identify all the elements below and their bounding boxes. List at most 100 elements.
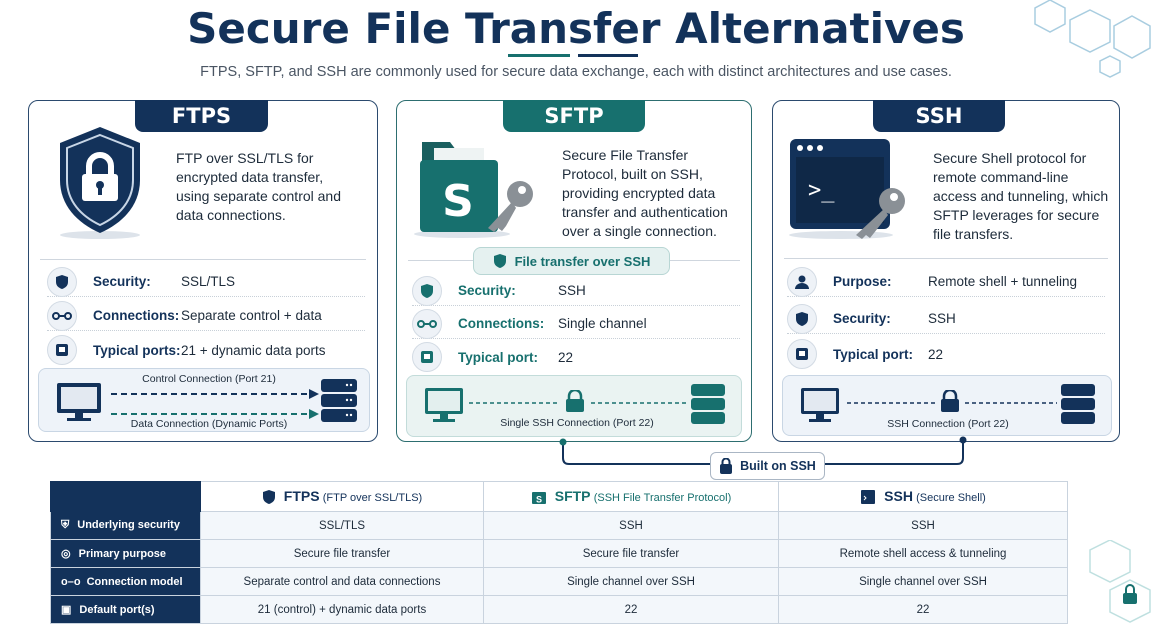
value: 22 (558, 349, 574, 365)
value: Single channel (558, 316, 647, 331)
ssh-security-row: Security: SSH (787, 303, 1105, 334)
table-cell: SSH (778, 511, 1068, 540)
server-icon (1061, 384, 1095, 424)
label: Typical port: (833, 346, 914, 362)
ssh-tab: SSH (873, 100, 1005, 132)
label: Security: (833, 311, 891, 326)
comparison-table: FTPS (FTP over SSL/TLS) S SFTP (SSH File … (50, 481, 1068, 624)
value: 22 (928, 346, 944, 362)
ssh-tunnel-line (469, 390, 689, 412)
value: SSH (558, 283, 586, 298)
table-row: ▣Default port(s)21 (control) + dynamic d… (50, 595, 1068, 624)
folder-key-icon: S (414, 142, 533, 238)
computer-icon (425, 388, 463, 422)
ftps-ports-row: Typical ports:21 + dynamic data ports (47, 335, 365, 365)
control-connection-label: Control Connection (Port 21) (142, 373, 276, 385)
ftps-description: FTP over SSL/TLS for encrypted data tran… (176, 150, 341, 223)
computer-icon (57, 383, 101, 421)
sftp-tab: SFTP (503, 100, 645, 132)
ssh-purpose-row: Purpose: Remote shell + tunneling (787, 266, 1105, 297)
port-icon: ▣ (61, 604, 72, 616)
label: Purpose: (833, 274, 892, 289)
port-icon (47, 335, 77, 365)
lock-icon (720, 458, 733, 474)
badge-label: File transfer over SSH (514, 253, 651, 269)
label: Connections: (93, 308, 180, 323)
table-cell: 22 (483, 595, 779, 624)
folder-icon: S (531, 492, 546, 505)
server-icon (321, 379, 357, 422)
ssh-tunnel-line (847, 390, 1057, 412)
computer-icon (801, 388, 839, 422)
table-header-row: FTPS (FTP over SSL/TLS) S SFTP (SSH File … (50, 481, 1068, 512)
ftps-connection-diagram: Control Connection (Port 21) Data Connec… (38, 368, 370, 432)
table-cell: Separate control and data connections (200, 567, 484, 596)
ftps-divider (40, 259, 366, 260)
label: Connections: (458, 316, 545, 331)
sftp-connection-diagram: Single SSH Connection (Port 22) (406, 375, 742, 437)
row-label: Connection model (86, 575, 183, 588)
label: Typical port: (458, 349, 539, 365)
ssh-divider (784, 258, 1108, 259)
shield-icon (47, 266, 77, 297)
ssh-connection-label: SSH Connection (Port 22) (887, 418, 1009, 430)
hexagon-lock-decoration (1089, 540, 1151, 623)
hexagon-decoration (1034, 0, 1151, 78)
column-subtitle: (FTP over SSL/TLS) (322, 491, 423, 504)
table-cell: 21 (control) + dynamic data ports (200, 595, 484, 624)
built-on-ssh-badge: Built on SSH (710, 452, 825, 480)
page-title: Secure File Transfer Alternatives (187, 4, 965, 53)
ssh-description: Secure Shell protocol for remote command… (933, 150, 1109, 242)
value: Remote shell + tunneling (928, 274, 1077, 289)
connection-icon (412, 308, 442, 339)
user-icon (787, 266, 817, 297)
ssh-properties: Purpose: Remote shell + tunneling Securit… (787, 266, 1105, 369)
sftp-connections-row: Connections: Single channel (412, 308, 740, 339)
port-icon (412, 342, 442, 372)
table-cell: SSH (483, 511, 779, 540)
shield-lock-icon (262, 490, 275, 505)
value: SSH (928, 311, 956, 326)
row-header: ◎ Primary purpose (50, 539, 201, 568)
title-underline-teal (508, 54, 570, 57)
row-header: ▣Default port(s) (50, 595, 201, 624)
sftp-properties: Security:SSH Connections:Single channel … (412, 275, 740, 372)
folder-letter: S (442, 176, 474, 227)
column-header-sftp: S SFTP (SSH File Transfer Protocol) (483, 481, 779, 512)
sftp-description: Secure File Transfer Protocol, built on … (562, 147, 728, 239)
sftp-security-row: Security: SSH (412, 275, 740, 306)
data-connection-label: Data Connection (Dynamic Ports) (130, 418, 288, 430)
server-icon (691, 384, 725, 424)
connection-icon (47, 300, 77, 331)
ssh-connection-diagram: SSH Connection (Port 22) (782, 375, 1112, 436)
row-header: ⛨Underlying security (50, 511, 201, 540)
column-subtitle: (Secure Shell) (916, 491, 986, 504)
ftps-security-row: Security:SSL/TLS (47, 266, 365, 297)
terminal-prompt: >_ (808, 178, 835, 203)
column-subtitle: (SSH File Transfer Protocol) (593, 491, 732, 504)
column-name: SFTP (554, 487, 591, 504)
svg-text:S: S (536, 495, 542, 505)
table-cell: Secure file transfer (483, 539, 779, 568)
terminal-icon (861, 490, 876, 505)
row-label: Primary purpose (78, 548, 167, 560)
value: 21 + dynamic data ports (181, 342, 326, 358)
column-name: SSH (884, 487, 913, 504)
row-label: Underlying security (77, 519, 180, 531)
ftps-tab: FTPS (135, 100, 268, 132)
label: Typical ports: (93, 342, 181, 358)
shield-icon (787, 303, 817, 334)
table-cell: Remote shell access & tunneling (778, 539, 1068, 568)
target-icon: ◎ (61, 548, 71, 560)
shield-icon (493, 254, 506, 268)
table-cell: Secure file transfer (200, 539, 484, 568)
table-corner (50, 481, 201, 512)
shield-lock-icon (60, 127, 140, 239)
ssh-port-row: Typical port: 22 (787, 339, 1105, 369)
shield-icon (412, 275, 442, 306)
label: Security: (458, 283, 516, 298)
column-name: FTPS (283, 487, 320, 504)
